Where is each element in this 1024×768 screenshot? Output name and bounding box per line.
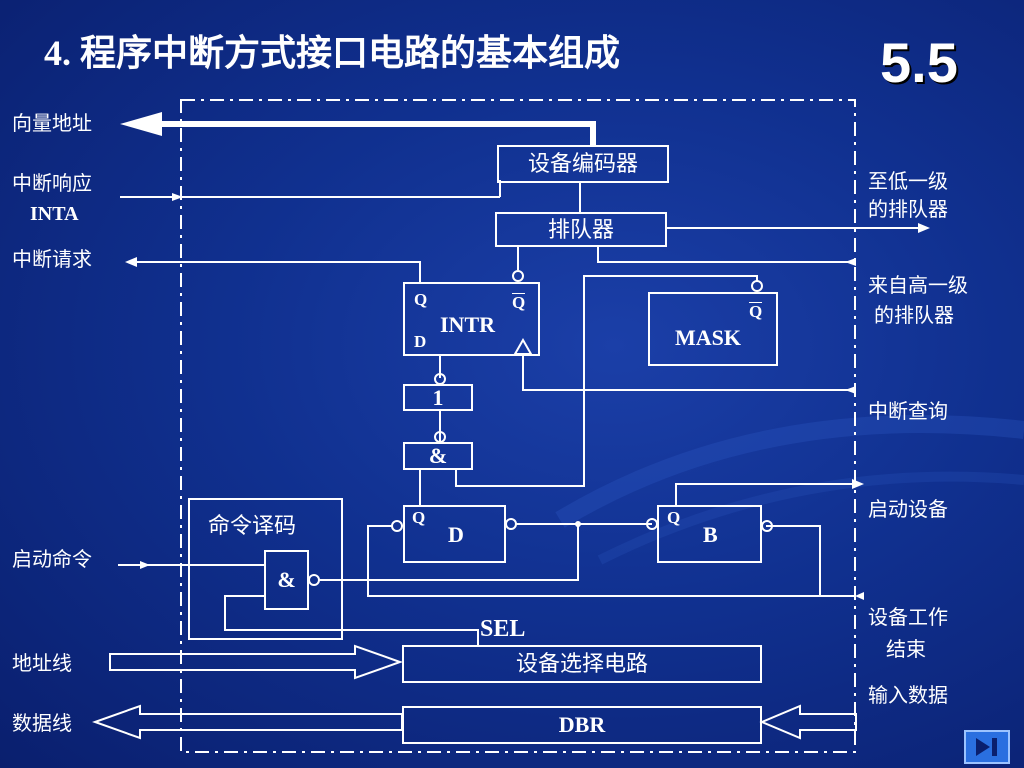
d-q-pin: Q xyxy=(412,508,426,527)
int-query-label: 中断查询 xyxy=(868,401,948,423)
start-cmd-label: 启动命令 xyxy=(12,549,92,571)
d-flipflop-label: D xyxy=(448,522,464,547)
to-lower-label-2: 的排队器 xyxy=(868,199,948,221)
b-q-pin: Q xyxy=(667,508,681,527)
to-lower-label-1: 至低一级 xyxy=(868,171,948,193)
d-flipflop xyxy=(403,505,506,563)
device-select-block: 设备选择电路 xyxy=(402,645,762,683)
device-encoder-block: 设备编码器 xyxy=(497,145,669,183)
sel-label: SEL xyxy=(480,616,526,642)
cmd-decode-block xyxy=(188,498,343,640)
interface-boundary xyxy=(180,99,856,753)
int-request-label: 中断请求 xyxy=(12,249,92,271)
vector-address-label: 向量地址 xyxy=(12,113,92,135)
vector-address-line xyxy=(160,121,596,145)
or-gate-label: 1 xyxy=(432,385,444,410)
next-slide-icon xyxy=(976,738,997,756)
and-gate: & xyxy=(403,442,473,470)
device-select-label: 设备选择电路 xyxy=(515,651,648,676)
dbr-label: DBR xyxy=(558,712,606,737)
clock-triangle-icon xyxy=(513,338,533,355)
page-title: 4. 程序中断方式接口电路的基本组成 xyxy=(44,33,621,73)
intr-qbar-pin: Q xyxy=(512,293,526,312)
intr-q-pin: Q xyxy=(414,290,428,309)
mask-label: MASK xyxy=(675,325,741,350)
or-gate: 1 xyxy=(403,384,473,411)
next-slide-button[interactable] xyxy=(964,730,1010,764)
data-line-label: 数据线 xyxy=(12,713,72,735)
int-ack-label: 中断响应 xyxy=(12,173,92,195)
dbr-block: DBR xyxy=(402,706,762,744)
intr-flipflop xyxy=(403,282,540,356)
vector-address-arrow xyxy=(120,112,162,136)
dev-done-label-1: 设备工作 xyxy=(868,607,948,629)
and-gate-label: & xyxy=(428,443,448,468)
mask-flipflop xyxy=(648,292,778,366)
cmd-decode-label: 命令译码 xyxy=(208,513,297,538)
dev-done-label-2: 结束 xyxy=(886,639,926,661)
address-line-label: 地址线 xyxy=(12,653,72,675)
intr-label: INTR xyxy=(440,312,496,337)
from-higher-label-1: 来自高一级 xyxy=(868,275,968,297)
intr-d-pin: D xyxy=(414,332,427,351)
decode-and-gate: & xyxy=(264,550,309,610)
queue-block: 排队器 xyxy=(495,212,667,247)
queue-label: 排队器 xyxy=(547,217,614,242)
b-flipflop-label: B xyxy=(703,522,718,547)
mask-qbar-pin: Q xyxy=(749,302,763,321)
from-higher-label-2: 的排队器 xyxy=(874,305,954,327)
start-device-label: 启动设备 xyxy=(868,499,948,521)
inta-label: INTA xyxy=(30,203,79,225)
b-flipflop xyxy=(657,505,762,563)
input-data-label: 输入数据 xyxy=(868,685,948,707)
device-encoder-label: 设备编码器 xyxy=(527,151,638,176)
decode-and-label: & xyxy=(277,567,296,592)
slide-number: 5.5 xyxy=(880,31,958,94)
